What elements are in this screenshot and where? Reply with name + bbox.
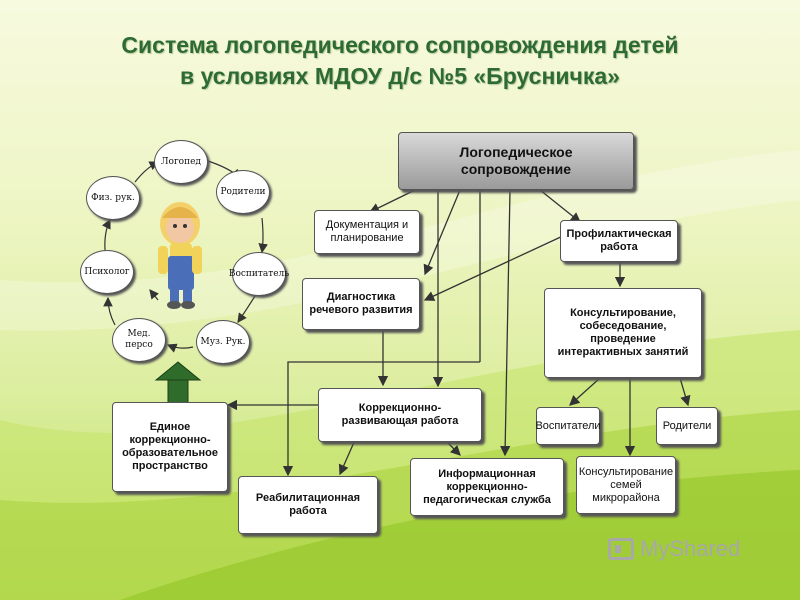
- box-prophylactic: Профилактическая работа: [560, 220, 678, 262]
- watermark-logo: MyShared: [608, 536, 740, 562]
- cycle-educators: Воспитатель: [229, 252, 289, 296]
- child-illustration-icon: [158, 202, 202, 309]
- box-consulting: Консультирование, собеседование, проведе…: [544, 288, 702, 378]
- watermark-text: MyShared: [640, 536, 741, 561]
- box-rehab: Реабилитационная работа: [238, 476, 378, 534]
- box-district-consult: Консультирование семей микрорайона: [576, 456, 676, 514]
- cycle-speech-therapist: Логопед: [154, 140, 208, 184]
- box-correction: Коррекционно-развивающая работа: [318, 388, 482, 442]
- cycle-music: Муз. Рук.: [196, 320, 250, 364]
- box-diagnostics: Диагностика речевого развития: [302, 278, 420, 330]
- box-unified-space: Единое коррекционно-образовательное прос…: [112, 402, 228, 492]
- cycle-parents: Родители: [216, 170, 270, 214]
- box-parents: Родители: [656, 407, 718, 445]
- box-documentation: Документация и планирование: [314, 210, 420, 254]
- box-info-service: Информационная коррекционно-педагогическ…: [410, 458, 564, 516]
- title-line-2: в условиях МДОУ д/с №5 «Брусничка»: [180, 63, 620, 89]
- cycle-medic: Мед. персо: [112, 318, 166, 362]
- box-speech-support: Логопедическое сопровождение: [398, 132, 634, 190]
- page-title: Система логопедического сопровождения де…: [0, 30, 800, 92]
- cycle-physical: Физ. рук.: [86, 176, 140, 220]
- title-line-1: Система логопедического сопровождения де…: [121, 32, 679, 58]
- cycle-psychologist: Психолог: [80, 250, 134, 294]
- presentation-icon: [608, 538, 634, 560]
- box-educators: Воспитатели: [535, 407, 601, 445]
